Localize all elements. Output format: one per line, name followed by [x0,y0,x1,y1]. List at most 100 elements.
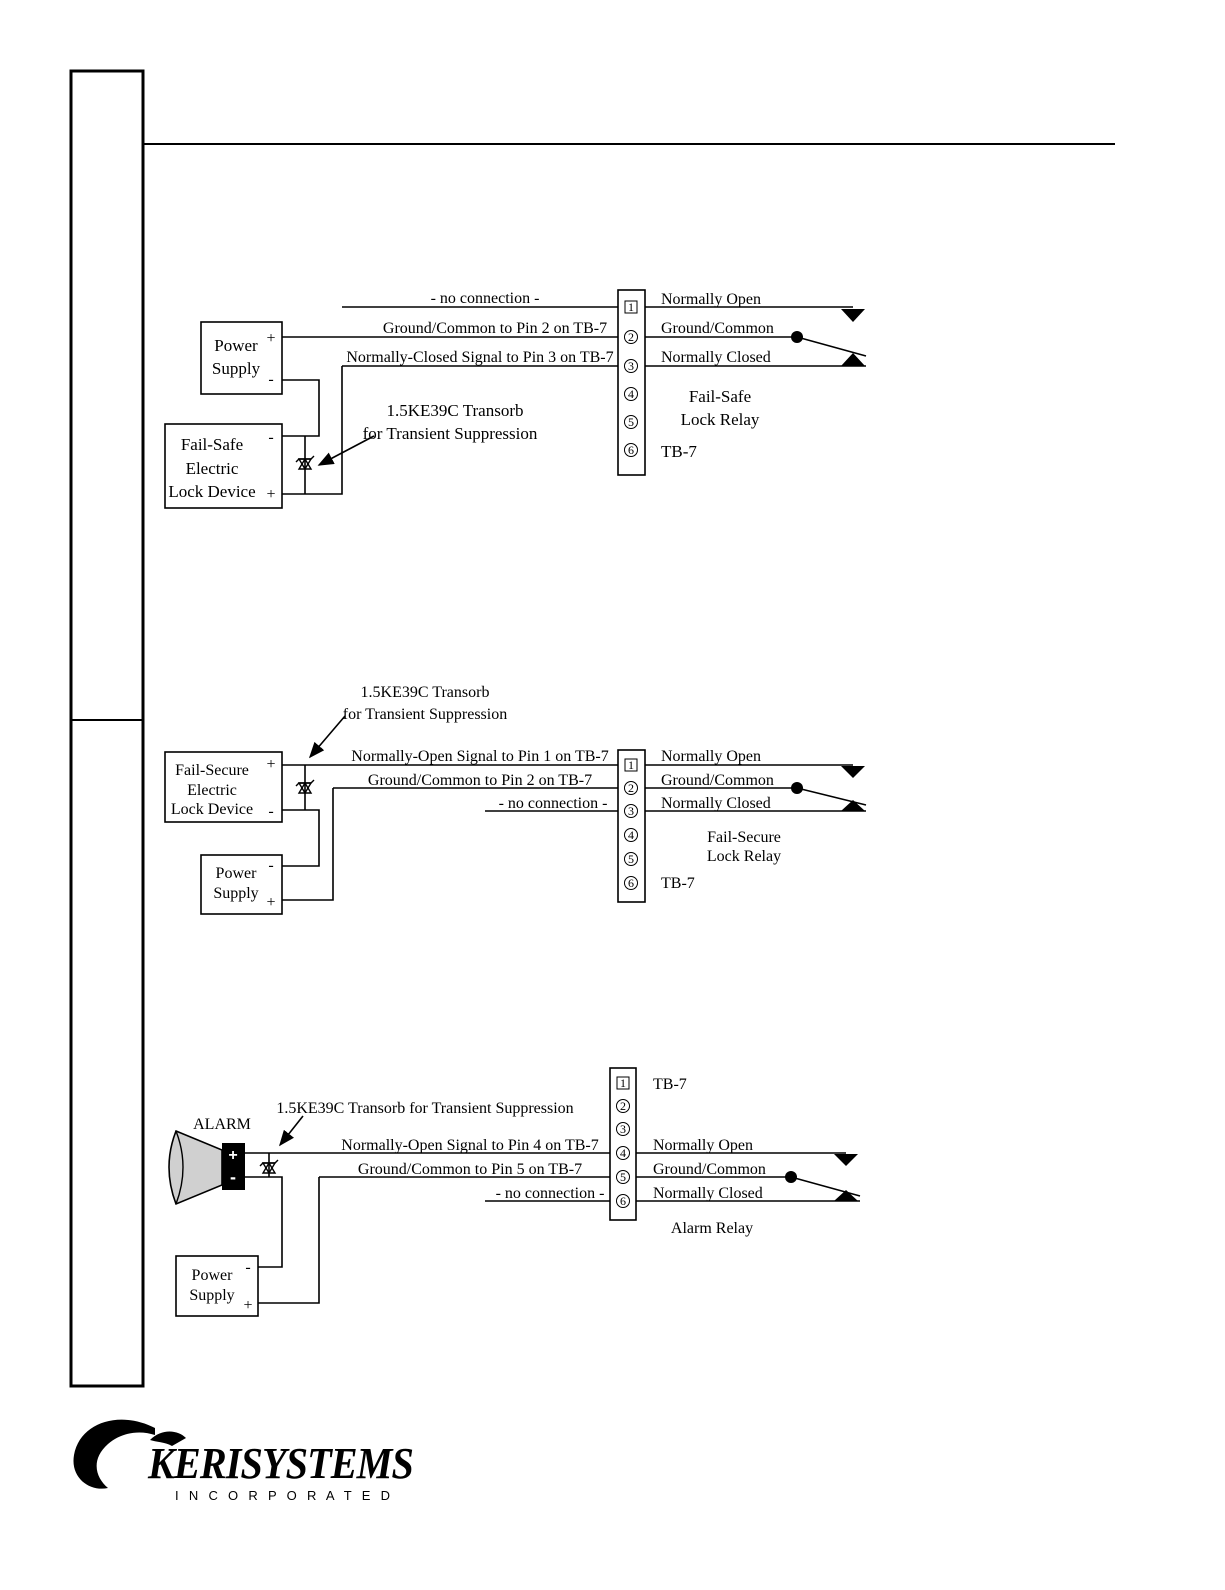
transorb-diode-symbol [295,455,315,471]
pin-number: 6 [620,1194,626,1208]
transorb-label: 1.5KE39C Transorb for Transient Suppress… [276,1100,573,1117]
logo-bird-swoosh [73,1419,155,1489]
fail-secure-diagram: 1.5KE39C Transorb for Transient Suppress… [164,684,867,915]
relay-name: Lock Relay [681,410,760,429]
power-supply-label: Power [216,865,258,882]
lock-device-label: Fail-Secure [175,762,249,779]
pin-number: 2 [620,1099,626,1113]
tb7-label: TB-7 [661,875,695,892]
plus-terminal: + [266,894,275,911]
lock-device-label: Fail-Safe [181,435,243,454]
logo-incorporated-text: I N C O R P O R A T E D [175,1488,390,1503]
terminal-pins: 1 2 3 4 5 6 [616,1076,630,1208]
relay-name: Lock Relay [707,848,781,865]
plus-terminal: + [266,486,275,503]
pin-number: 3 [628,804,634,818]
wire-label-nc-signal: Normally-Closed Signal to Pin 3 on TB-7 [346,349,613,366]
wire-label-no-signal: Normally-Open Signal to Pin 1 on TB-7 [351,748,608,765]
wire-label-ground: Ground/Common to Pin 2 on TB-7 [383,320,607,337]
wire-label-no-connection: - no connection - [496,1185,605,1202]
relay-label-normally-closed: Normally Closed [661,795,771,812]
relay-label-ground: Ground/Common [653,1161,766,1178]
relay-label-ground: Ground/Common [661,772,774,789]
wire-label-ground: Ground/Common to Pin 2 on TB-7 [368,772,592,789]
contact-triangle [834,1154,858,1166]
pin-number: 2 [628,330,634,344]
plus-terminal: + [266,330,275,347]
pin-number: 6 [628,443,634,457]
lock-device-label: Electric [187,782,237,799]
pin-number: 1 [628,300,634,314]
power-supply-label: Power [214,336,258,355]
pin-number: 3 [628,359,634,373]
pin-number: 4 [628,387,634,401]
minus-terminal: - [268,371,273,388]
power-supply-box [200,854,283,915]
power-supply-label: Supply [189,1287,234,1304]
tb7-label: TB-7 [653,1076,687,1093]
transorb-diode-symbol [259,1159,279,1175]
contact-triangle [841,309,865,322]
wire-label-no-connection: - no connection - [499,795,608,812]
relay-name: Fail-Secure [707,829,781,846]
power-supply-label: Power [192,1267,234,1284]
contact-triangle [834,1190,858,1201]
alarm-diagram: + - ALARM 1.5KE39C Transorb for Transien… [168,1067,861,1317]
pin-number: 5 [628,852,634,866]
relay-label-normally-open: Normally Open [661,291,761,308]
relay-label-normally-open: Normally Open [661,748,761,765]
contact-triangle [841,353,865,366]
transorb-label: 1.5KE39C Transorb [387,401,524,420]
relay-label-normally-open: Normally Open [653,1137,753,1154]
pin-number: 6 [628,876,634,890]
relay-name: Alarm Relay [671,1220,753,1237]
relay-contact-arm [796,336,867,357]
relay-contact-arm [790,1176,861,1197]
lock-device-label: Lock Device [168,482,255,501]
fail-safe-diagram: - no connection - Ground/Common to Pin 2… [164,289,867,509]
power-supply-label: Supply [213,885,258,902]
pin-number: 4 [628,828,634,842]
tb7-label: TB-7 [661,442,697,461]
logo-brand-text: KERISYSTEMS [147,1439,413,1488]
relay-label-ground: Ground/Common [661,320,774,337]
pin-number: 5 [620,1170,626,1184]
pin-number: 5 [628,415,634,429]
lock-device-box [164,423,283,509]
minus-terminal: - [268,803,273,820]
plus-terminal: + [266,756,275,773]
pin-number: 3 [620,1122,626,1136]
terminal-pins: 1 2 3 4 5 6 [624,300,638,457]
page-frame [69,69,1115,1388]
keri-systems-logo: KERISYSTEMS I N C O R P O R A T E D [73,1419,414,1503]
logo-bird-head [150,1431,186,1446]
terminal-block-tb7 [617,289,646,476]
power-supply-box [175,1255,259,1317]
pin-number: 2 [628,781,634,795]
contact-triangle [841,766,865,778]
relay-name: Fail-Safe [689,387,751,406]
transorb-diode-symbol [295,779,315,795]
power-supply-box [200,321,283,395]
pin-number: 1 [628,758,634,772]
wire-label-no-signal: Normally-Open Signal to Pin 4 on TB-7 [341,1137,598,1154]
wire-label-no-connection: - no connection - [431,290,540,307]
alarm-label: ALARM [193,1116,251,1133]
minus-terminal: - [268,857,273,874]
pin-number: 4 [620,1146,626,1160]
pin-number: 1 [620,1076,626,1090]
transorb-label: for Transient Suppression [363,424,538,443]
lock-device-label: Lock Device [171,801,253,818]
plus-terminal: + [243,1297,252,1314]
power-supply-label: Supply [212,359,261,378]
wire-label-ground: Ground/Common to Pin 5 on TB-7 [358,1161,582,1178]
minus-terminal: - [245,1259,250,1276]
lock-device-label: Electric [186,459,239,478]
contact-triangle [841,800,865,811]
alarm-plus-terminal: + [228,1147,237,1164]
lock-device-box [164,751,283,823]
transorb-label: for Transient Suppression [343,706,507,723]
alarm-minus-terminal: - [230,1167,236,1187]
terminal-pins: 1 2 3 4 5 6 [624,758,638,890]
